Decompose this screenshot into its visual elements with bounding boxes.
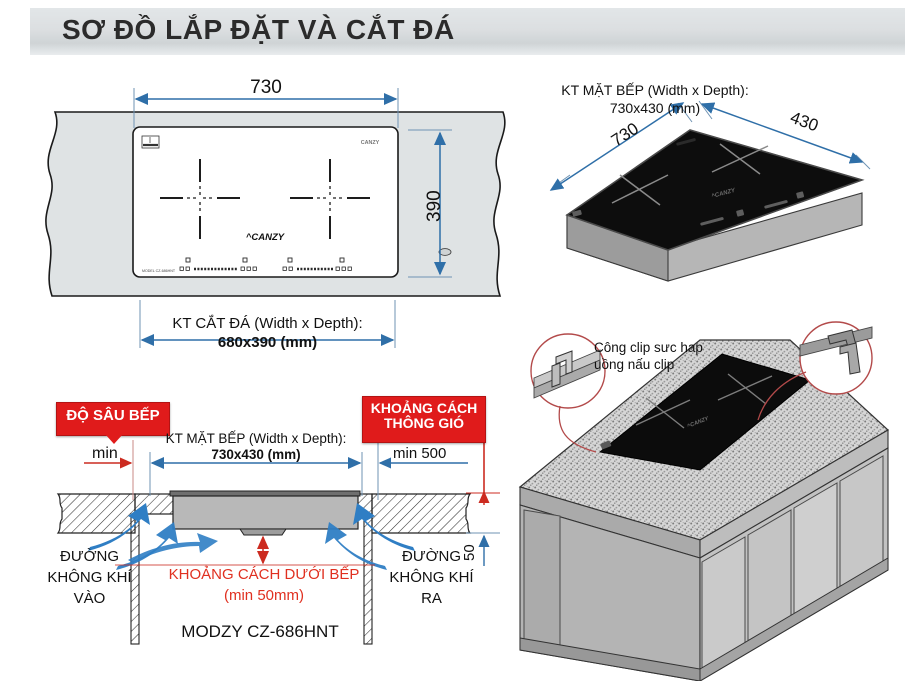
badge-ventilation-gap: KHOẢNG CÁCH THÔNG GIÓ — [362, 396, 486, 443]
dim-label-cutout-width: 730 — [250, 77, 282, 98]
hob3d-caption-line1: KT MẶT BẾP (Width x Depth): — [561, 82, 749, 98]
svg-text:CANZY: CANZY — [361, 140, 380, 146]
dim-label-cutout-depth: 390 — [424, 190, 445, 222]
island-scene-art: ^CANZY — [518, 321, 890, 681]
dim-label-hob-depth: 430 — [787, 107, 821, 136]
badge-counter-depth: ĐỘ SÂU BẾP — [56, 402, 170, 444]
under-gap-line2: (min 50mm) — [223, 587, 304, 604]
air-in-line2: KHÔNG KHÍ — [47, 569, 132, 586]
air-out-line2: KHÔNG KHÍ — [389, 569, 474, 586]
badge-vent-line1: KHOẢNG CÁCH — [370, 400, 478, 416]
section-caption-line2: 730x430 (mm) — [211, 447, 301, 462]
page-title: SƠ ĐỒ LẮP ĐẶT VÀ CẮT ĐÁ — [62, 14, 455, 45]
air-in-line1: ĐƯỜNG — [59, 548, 119, 565]
svg-text:^CANZY: ^CANZY — [246, 232, 286, 243]
min-right-label: min 500 — [393, 445, 447, 462]
min-left-label: min — [92, 445, 118, 462]
air-out-line1: ĐƯỜNG — [401, 548, 461, 565]
badge-vent-line2: THÔNG GIÓ — [383, 414, 465, 431]
clip-callout-line1: Công clip sưc hap — [594, 340, 703, 355]
svg-text:^CANZY: ^CANZY — [711, 188, 737, 200]
svg-text:^CANZY: ^CANZY — [687, 415, 711, 429]
hob3d-caption-line2: 730x430 (mm) — [609, 100, 701, 116]
badge-counter-depth-label: ĐỘ SÂU BẾP — [66, 407, 160, 424]
dim-label-under-gap-50: 50 — [461, 544, 478, 561]
cutout-caption-line2: 680x390 (mm) — [217, 334, 318, 351]
svg-text:MODEL CZ-686HNT: MODEL CZ-686HNT — [142, 269, 176, 273]
badge-tail-left — [105, 434, 123, 444]
under-gap-line1: KHOẢNG CÁCH DƯỚI BẾP — [168, 566, 360, 583]
air-out-line3: RA — [421, 590, 442, 607]
dim-label-hob-width: 730 — [607, 118, 642, 151]
model-label: MODZY CZ-686HNT — [181, 622, 339, 641]
air-in-line3: VÀO — [73, 590, 106, 607]
section-caption-line1: KT MẶT BẾP (Width x Depth): — [165, 431, 347, 446]
cutout-caption-line1: KT CẮT ĐÁ (Width x Depth): — [172, 315, 363, 332]
header-bar — [30, 8, 905, 55]
clip-callout-line2: uồng nấu clip — [594, 357, 675, 372]
hob-3d-art: ^CANZY — [549, 100, 871, 282]
